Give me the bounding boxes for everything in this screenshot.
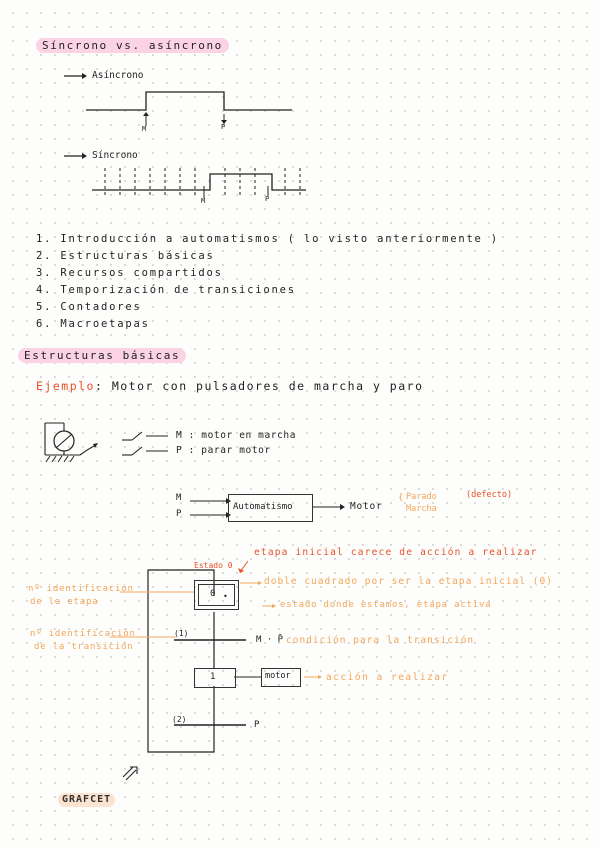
estado0-label: Estado 0: [194, 561, 233, 570]
list-item: 1. Introducción a automatismos ( lo vist…: [36, 233, 499, 245]
automatismo-box: [228, 494, 313, 522]
id-etapa-line2: de la etapa: [30, 597, 99, 607]
automatismo-label: Automatismo: [233, 502, 293, 512]
legend-p: P : parar motor: [176, 445, 271, 456]
sincrono-p: P: [265, 195, 270, 203]
estado-note: estado donde estamos, etapa activa: [280, 600, 492, 610]
id-trans-line2: de la transición: [34, 642, 134, 652]
action-note: acción a realizar: [326, 672, 449, 683]
list-item: 6. Macroetapas: [36, 318, 150, 330]
step-1-label: 1: [210, 672, 216, 682]
asincrono-p: P: [221, 123, 226, 131]
active-token-icon: •: [223, 592, 228, 601]
legend-m: M : motor en marcha: [176, 430, 297, 441]
ejemplo-text: : Motor con pulsadores de marcha y paro: [94, 379, 424, 393]
transition-1-id: (1): [174, 629, 189, 638]
initial-step-inner: [198, 584, 235, 606]
block-m: M: [176, 493, 182, 503]
transition-2-id: (2): [172, 715, 187, 724]
doble-note: doble cuadrado por ser la etapa inicial …: [264, 576, 553, 587]
ejemplo-line: Ejemplo: Motor con pulsadores de marcha …: [36, 379, 424, 393]
transition-1-condition: M · P̄: [256, 635, 284, 645]
section-title-sync: Síncrono vs. asíncrono: [36, 38, 229, 53]
block-p: P: [176, 509, 182, 519]
defecto-label: (defecto): [466, 490, 513, 500]
list-item: 2. Estructuras básicas: [36, 250, 215, 262]
id-trans-line1: nº identificación: [30, 629, 136, 639]
cond-note: condición para la transición: [286, 635, 475, 646]
step-0-label: 0: [210, 589, 216, 599]
asincrono-m: M: [142, 125, 147, 133]
sincrono-label: Síncrono: [92, 150, 138, 161]
asincrono-label: Asíncrono: [92, 70, 144, 81]
list-item: 3. Recursos compartidos: [36, 267, 223, 279]
list-item: 4. Temporización de transiciones: [36, 284, 296, 296]
step-1-box: [194, 668, 236, 688]
grafcet-footer-label: GRAFCET: [58, 793, 116, 807]
transition-2-condition: P: [254, 720, 260, 730]
section-title-estructuras: Estructuras básicas: [18, 348, 187, 363]
list-item: 5. Contadores: [36, 301, 142, 313]
parado-label: Parado: [406, 492, 437, 502]
motor-output-label: Motor: [350, 501, 383, 512]
action-label: motor: [265, 671, 291, 681]
marcha-label: Marcha: [406, 504, 437, 514]
initial-step-outer: [194, 580, 239, 610]
id-etapa-line1: nº identificación: [28, 584, 134, 594]
sincrono-m: M: [201, 197, 206, 205]
brace-icon: {: [398, 493, 404, 503]
etapa-inicial-note: etapa inicial carece de acción a realiza…: [254, 547, 538, 558]
action-box: [261, 668, 301, 687]
ejemplo-label: Ejemplo: [36, 379, 95, 393]
